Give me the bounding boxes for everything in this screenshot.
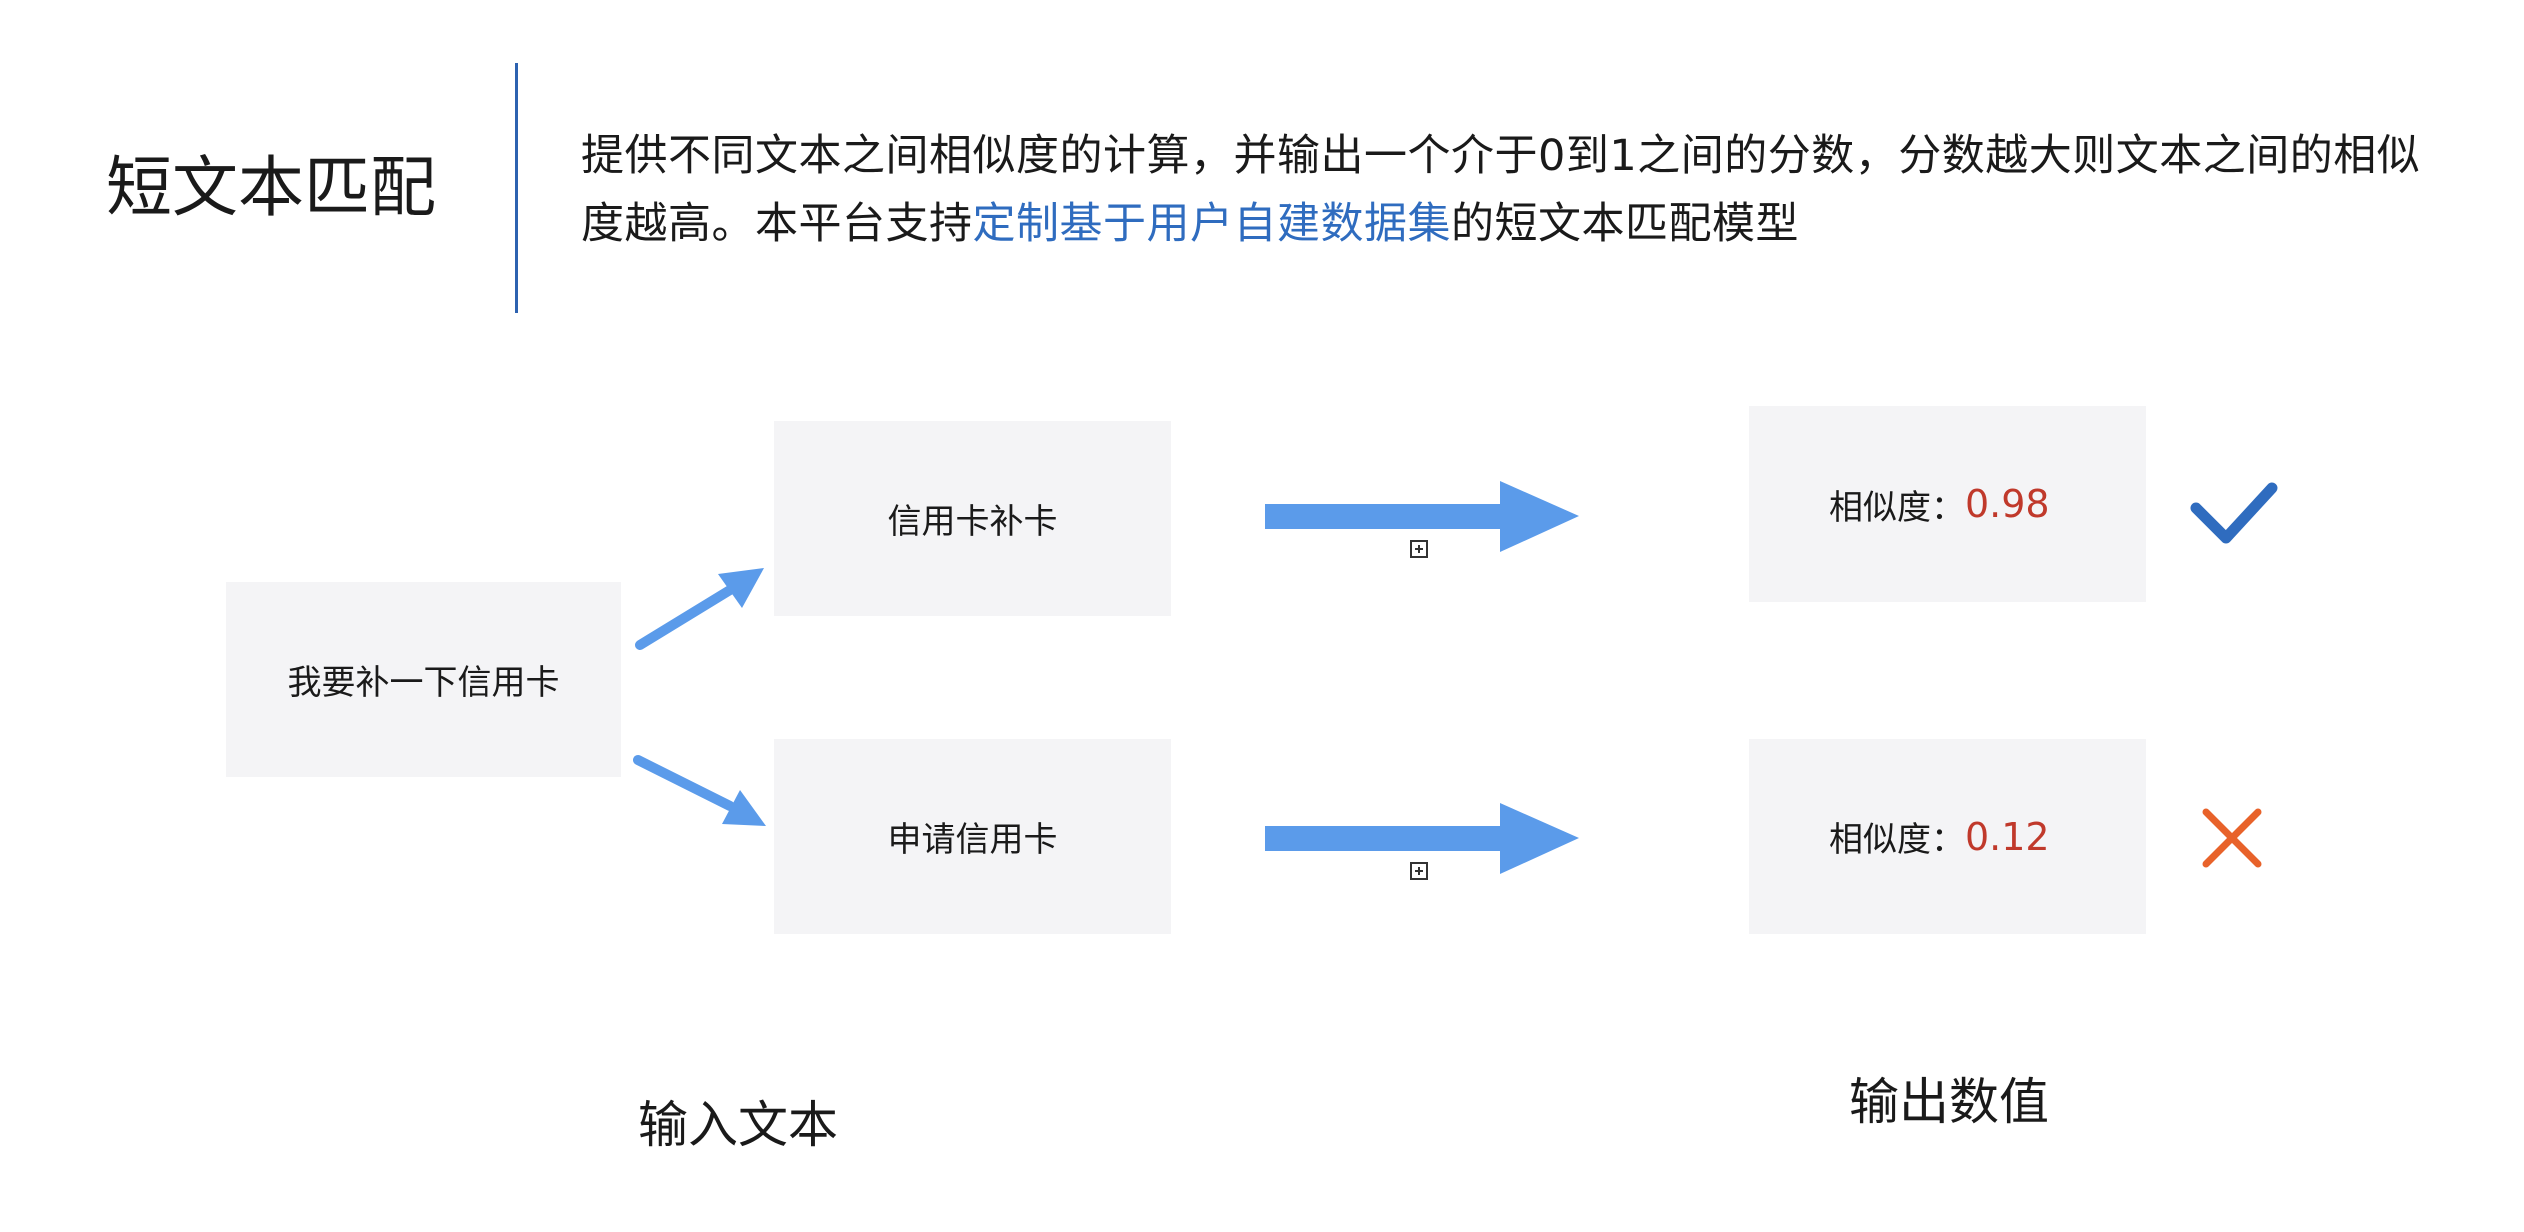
plus-square-icon[interactable] (1410, 862, 1428, 880)
input-text-box: 我要补一下信用卡 (226, 582, 621, 777)
score-box-2: 相似度：0.12 (1749, 739, 2146, 934)
page-title: 短文本匹配 (106, 149, 436, 226)
check-icon (2190, 482, 2278, 544)
header-divider (515, 63, 518, 313)
description: 提供不同文本之间相似度的计算，并输出一个介于0到1之间的分数，分数越大则文本之间… (581, 122, 2461, 258)
candidate-box-1: 信用卡补卡 (774, 421, 1171, 616)
input-text: 我要补一下信用卡 (287, 663, 560, 703)
candidate-text-1: 信用卡补卡 (887, 502, 1058, 542)
input-text-label: 输入文本 (638, 1096, 838, 1154)
arrow-input-to-candidate-2 (633, 755, 766, 826)
score-value-1: 0.98 (1965, 482, 2050, 526)
score-label-1: 相似度： (1829, 487, 1965, 528)
description-text-2: 的短文本匹配模型 (1451, 199, 1799, 249)
candidate-text-2: 申请信用卡 (887, 820, 1058, 860)
score-value-2: 0.12 (1965, 814, 2050, 859)
score-label-2: 相似度： (1829, 820, 1965, 860)
arrow-input-to-candidate-1 (635, 568, 764, 650)
description-highlight: 定制基于用户自建数据集 (972, 199, 1451, 249)
cross-icon (2202, 808, 2262, 868)
output-value-label: 输出数值 (1849, 1073, 2049, 1131)
plus-square-icon[interactable] (1410, 540, 1428, 558)
description-text-1: 提供不同文本之间相似度的计算，并输出一个介于0到1之间的分数，分数越大则文本之间… (581, 131, 2421, 249)
candidate-box-2: 申请信用卡 (774, 739, 1171, 934)
score-box-1: 相似度：0.98 (1749, 406, 2146, 602)
